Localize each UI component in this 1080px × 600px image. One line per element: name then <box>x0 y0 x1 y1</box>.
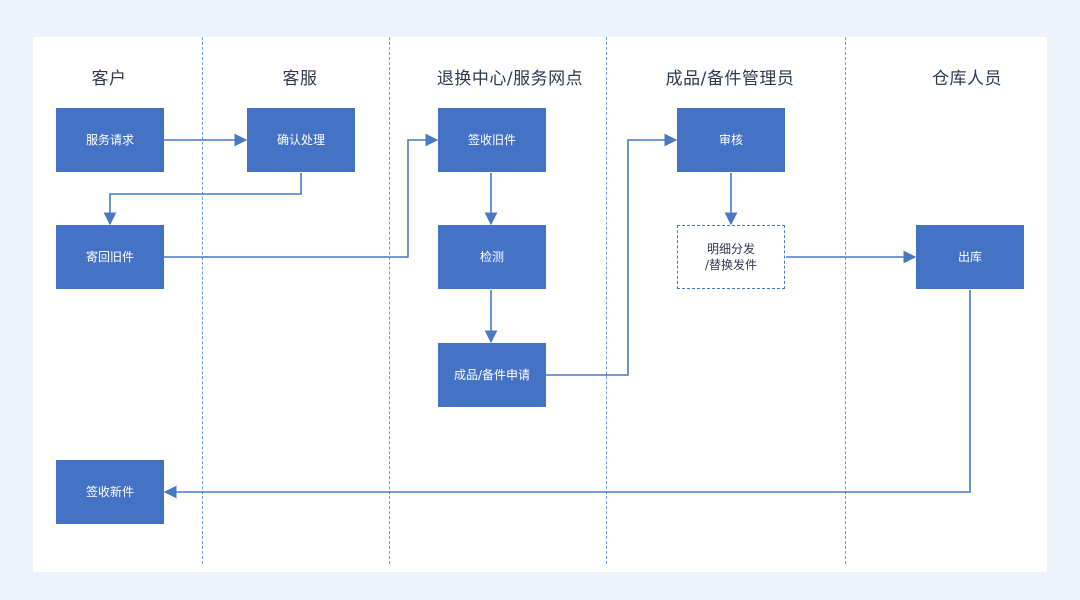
lane-title-service: 客服 <box>282 69 318 89</box>
node-confirm-process[interactable]: 确认处理 <box>247 108 355 172</box>
node-inspect[interactable]: 检测 <box>438 225 546 289</box>
node-sign-new[interactable]: 签收新件 <box>56 460 164 524</box>
lane-title-center: 退换中心/服务网点 <box>436 69 584 89</box>
node-outbound[interactable]: 出库 <box>916 225 1024 289</box>
lane-divider <box>202 37 203 564</box>
lane-title-warehouse: 仓库人员 <box>932 69 1002 89</box>
node-send-back-old[interactable]: 寄回旧件 <box>56 225 164 289</box>
node-sign-old[interactable]: 签收旧件 <box>438 108 546 172</box>
lane-divider <box>389 37 390 564</box>
node-detail-distribute[interactable]: 明细分发 /替换发件 <box>677 225 785 289</box>
node-review[interactable]: 审核 <box>677 108 785 172</box>
lane-divider <box>845 37 846 564</box>
lane-title-customer: 客户 <box>91 69 127 89</box>
node-apply-parts[interactable]: 成品/备件申请 <box>438 343 546 407</box>
node-detail-line1: 明细分发 <box>706 241 755 256</box>
lane-title-manager: 成品/备件管理员 <box>665 69 795 89</box>
node-service-request[interactable]: 服务请求 <box>56 108 164 172</box>
node-detail-line2: /替换发件 <box>704 258 758 272</box>
lane-divider <box>606 37 607 564</box>
